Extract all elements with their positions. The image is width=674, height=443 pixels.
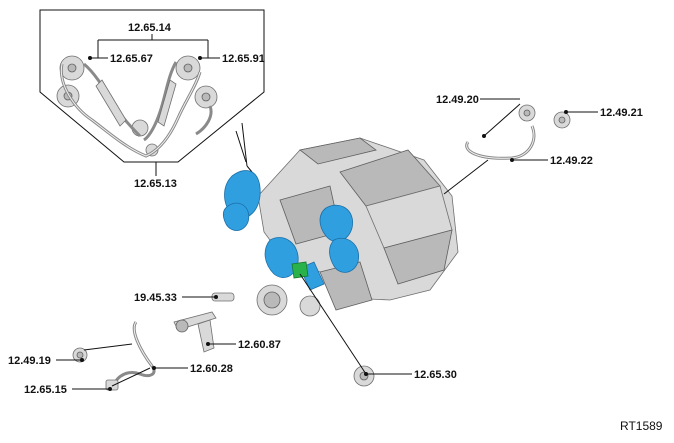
lower-leaders <box>56 273 412 391</box>
callout-12-49-21: 12.49.21 <box>600 107 643 119</box>
callout-12-65-67: 12.65.67 <box>110 53 153 65</box>
callout-12-49-19: 12.49.19 <box>8 355 51 367</box>
engine-block <box>222 137 459 317</box>
callout-12-60-87: 12.60.87 <box>238 339 281 351</box>
callout-12-65-15: 12.65.15 <box>24 384 67 396</box>
callout-12-60-28: 12.60.28 <box>190 363 233 375</box>
aux-leaders <box>443 98 598 195</box>
callout-12-49-22: 12.49.22 <box>550 155 593 167</box>
figure-id: RT1589 <box>620 419 663 433</box>
inset-timing-assembly <box>56 55 218 158</box>
inset-leaders <box>88 34 220 176</box>
callout-12-65-14: 12.65.14 <box>128 22 172 34</box>
callout-12-65-13: 12.65.13 <box>134 178 177 190</box>
callout-12-49-20: 12.49.20 <box>436 94 479 106</box>
callout-12-65-91: 12.65.91 <box>222 53 265 65</box>
lower-parts <box>72 292 375 391</box>
callout-12-65-30: 12.65.30 <box>414 369 457 381</box>
aux-drive-parts <box>465 104 571 160</box>
callout-19-45-33: 19.45.33 <box>134 292 177 304</box>
